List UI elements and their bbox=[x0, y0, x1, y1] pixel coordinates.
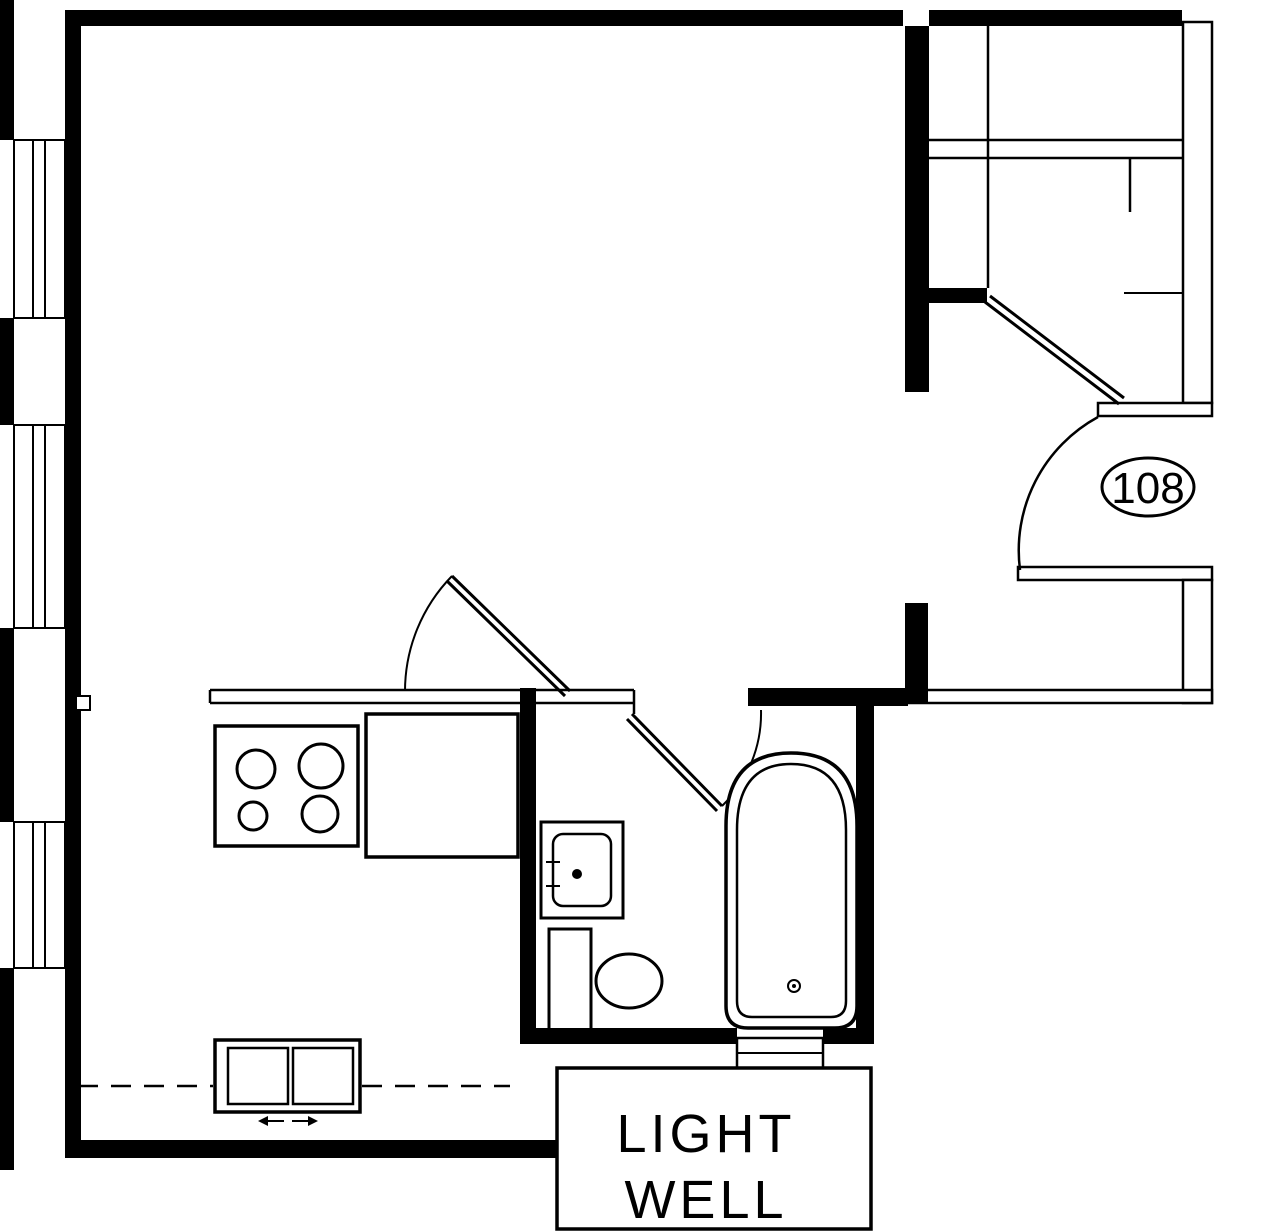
valve-marks bbox=[546, 855, 560, 893]
bottom-wall-right bbox=[906, 688, 1214, 705]
tub-drain bbox=[787, 979, 801, 993]
room-number-badge: 108 bbox=[1100, 456, 1196, 518]
room-number-oval bbox=[1100, 456, 1196, 518]
door-swing-arc bbox=[1017, 415, 1099, 571]
light-well-window bbox=[735, 1036, 825, 1070]
right-wall-upper bbox=[1181, 20, 1214, 405]
top-wall-left bbox=[65, 10, 903, 26]
toilet bbox=[547, 927, 664, 1033]
burner bbox=[300, 794, 340, 834]
left-wall bbox=[65, 10, 81, 1158]
hall-wall-stub bbox=[905, 603, 928, 703]
door-leaf bbox=[625, 717, 719, 813]
left-pier bbox=[0, 318, 14, 425]
window bbox=[13, 139, 66, 319]
left-pier bbox=[0, 968, 14, 1170]
right-wall-lower bbox=[1181, 578, 1214, 705]
window bbox=[13, 424, 66, 629]
stove bbox=[213, 724, 360, 848]
refrigerator bbox=[364, 712, 520, 859]
bathroom-top-wall bbox=[748, 688, 908, 706]
left-pier bbox=[0, 628, 14, 822]
window bbox=[13, 821, 66, 969]
closet-left-wall bbox=[905, 26, 929, 392]
burner bbox=[237, 800, 269, 832]
room-number-label: 108 bbox=[1111, 464, 1184, 513]
exterior-walls bbox=[0, 0, 1182, 1170]
kitchen-door bbox=[404, 574, 572, 698]
bathtub bbox=[724, 751, 859, 1030]
left-windows bbox=[13, 139, 66, 969]
burner bbox=[235, 748, 277, 790]
cabinet-door-arrows bbox=[258, 1116, 318, 1126]
kitchen-counter bbox=[208, 688, 636, 714]
entry-lower-wall bbox=[1016, 565, 1214, 582]
door-leaf bbox=[450, 574, 572, 693]
bathroom-sink bbox=[539, 820, 625, 920]
kitchen bbox=[78, 688, 636, 1126]
bathroom-right-wall bbox=[856, 700, 874, 1040]
toilet-tank bbox=[547, 927, 593, 1033]
door-leaf bbox=[445, 579, 567, 698]
light-well-box bbox=[555, 1066, 873, 1231]
toilet-bowl bbox=[594, 952, 664, 1010]
wall-notch bbox=[75, 695, 91, 711]
light-well: LIGHT WELL bbox=[555, 1036, 873, 1231]
right-walls bbox=[906, 20, 1214, 705]
burner bbox=[297, 742, 345, 790]
entry-door-108 bbox=[1017, 415, 1099, 571]
bottom-wall bbox=[65, 1140, 557, 1158]
door-swing-arc bbox=[404, 575, 453, 692]
light-well-label-line1: LIGHT bbox=[616, 1104, 795, 1164]
closet-door bbox=[984, 292, 1183, 406]
top-wall-right bbox=[929, 10, 1182, 26]
left-pier bbox=[0, 0, 14, 140]
closet-bottom-wall bbox=[929, 288, 987, 303]
door-leaf bbox=[630, 712, 724, 808]
faucet-dot bbox=[572, 869, 582, 879]
bathroom-bottom-wall bbox=[823, 1028, 874, 1044]
bath-kitchen-divider bbox=[520, 688, 536, 1044]
entry-jog-wall bbox=[1096, 401, 1214, 418]
light-well-label-line2: WELL bbox=[624, 1170, 787, 1230]
closet bbox=[905, 26, 1183, 406]
base-cabinet bbox=[213, 1038, 362, 1126]
